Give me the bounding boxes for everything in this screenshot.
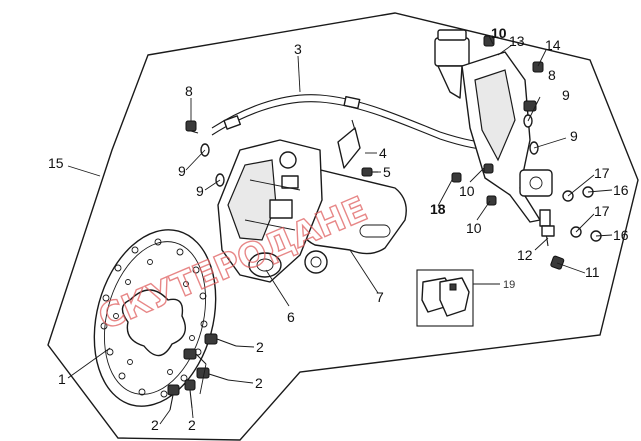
callout-12: 12 [517,247,533,263]
disc-bolt [183,348,207,365]
callout-9: 9 [562,87,570,103]
reservoir-screw [532,61,544,73]
master-cylinder [434,29,555,247]
disc-bolt [204,333,237,347]
brake-caliper [217,139,407,283]
caliper-bolt-left [185,120,199,134]
callout-8: 8 [185,83,193,99]
callout-labels: 1 2 2 2 2 2 3 4 5 6 7 8 8 9 9 9 9 10 10 … [48,25,629,433]
callout-17: 17 [594,203,610,219]
assembly-boundary [47,12,639,441]
callout-4: 4 [379,145,387,161]
callout-10: 10 [491,25,507,41]
disc-bolt-group [167,333,237,411]
callout-17: 17 [594,165,610,181]
callout-10: 10 [459,183,475,199]
callout-15: 15 [48,155,64,171]
callout-2: 2 [151,417,159,433]
callout-9: 9 [196,183,204,199]
callout-9: 9 [570,128,578,144]
callout-2: 2 [255,375,263,391]
disc-bolt [196,367,229,381]
callout-1: 1 [58,371,66,387]
callout-6: 6 [287,309,295,325]
leader-lines [67,35,613,425]
callout-19: 19 [503,279,515,291]
sealing-washer-right [523,114,539,155]
brake-disc [93,229,217,407]
hose-clip [337,119,361,169]
brake-pads-inset [416,269,500,327]
callout-11: 11 [585,264,600,280]
callout-7: 7 [376,289,384,305]
callout-2: 2 [188,417,196,433]
disc-bolt [184,379,196,409]
callout-14: 14 [545,37,561,53]
callout-5: 5 [383,164,391,180]
callout-10: 10 [466,220,482,236]
callout-18: 18 [430,201,446,217]
mount-bolt [451,163,497,206]
callout-3: 3 [294,41,302,57]
callout-2: 2 [256,339,264,355]
callout-16: 16 [613,182,629,198]
callout-8: 8 [548,67,556,83]
disc-bolt [167,384,180,411]
callout-16: 16 [613,227,629,243]
callout-9: 9 [178,163,186,179]
callout-13: 13 [509,33,525,49]
